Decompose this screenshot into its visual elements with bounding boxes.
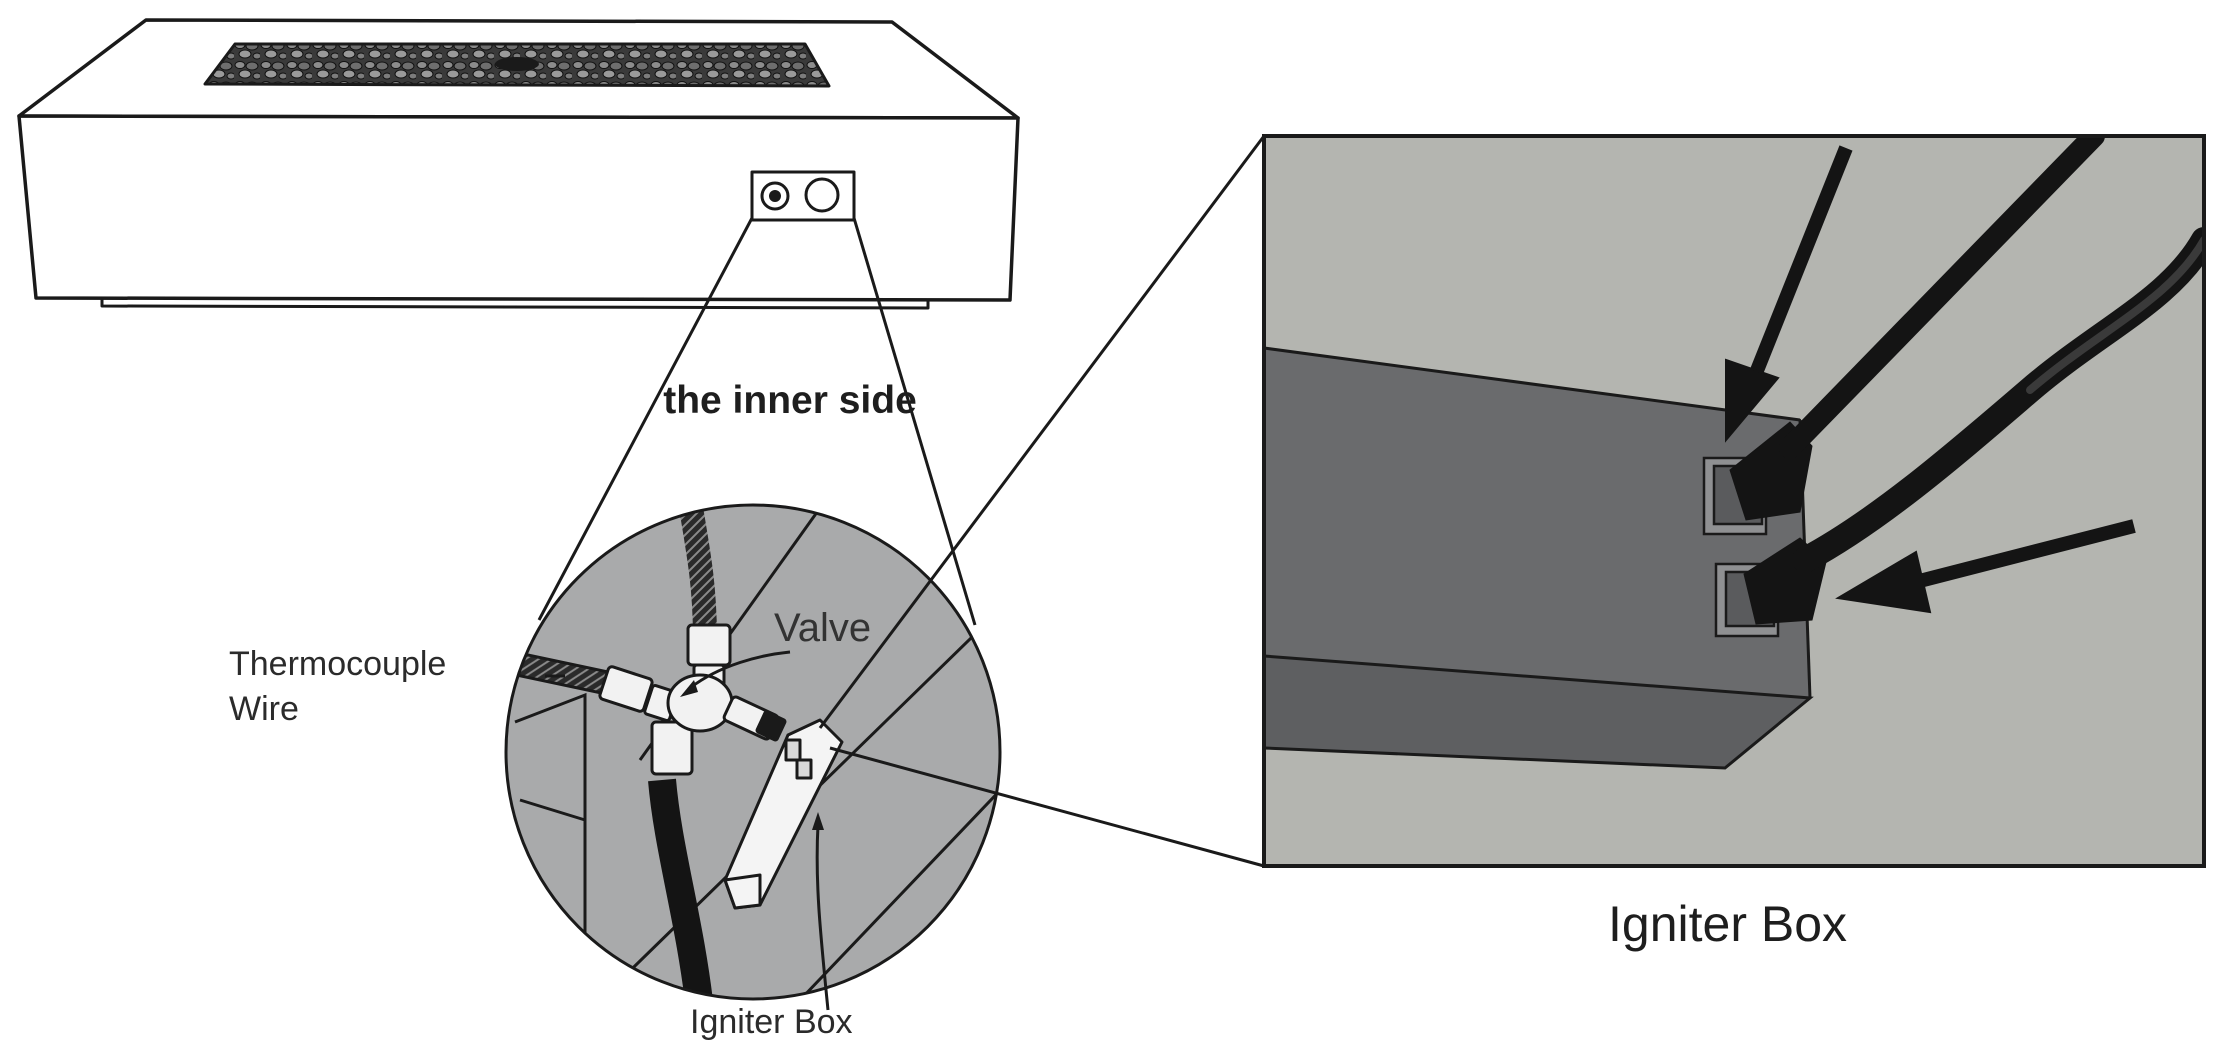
thermocouple-wire-label: Thermocouple Wire bbox=[229, 645, 447, 728]
igniter-box-label-small: Igniter Box bbox=[690, 1003, 853, 1041]
valve-knob-icon bbox=[804, 177, 840, 213]
callout-projection-lines bbox=[537, 217, 977, 626]
inner-side-label: the inner side bbox=[663, 379, 917, 422]
panel-projection-lines bbox=[818, 135, 1266, 868]
label-leaders bbox=[545, 650, 830, 1011]
igniter-box-closeup bbox=[1262, 134, 2206, 868]
pointer-arrow-top bbox=[1725, 145, 1853, 443]
valve-label: Valve bbox=[774, 606, 872, 650]
magnified-inner-view bbox=[504, 503, 1002, 1001]
pointer-arrow-bottom bbox=[1835, 519, 2136, 614]
fire-table bbox=[17, 18, 1020, 310]
igniter-box-small bbox=[723, 718, 844, 910]
igniter-box-label-large: Igniter Box bbox=[1608, 896, 1848, 952]
